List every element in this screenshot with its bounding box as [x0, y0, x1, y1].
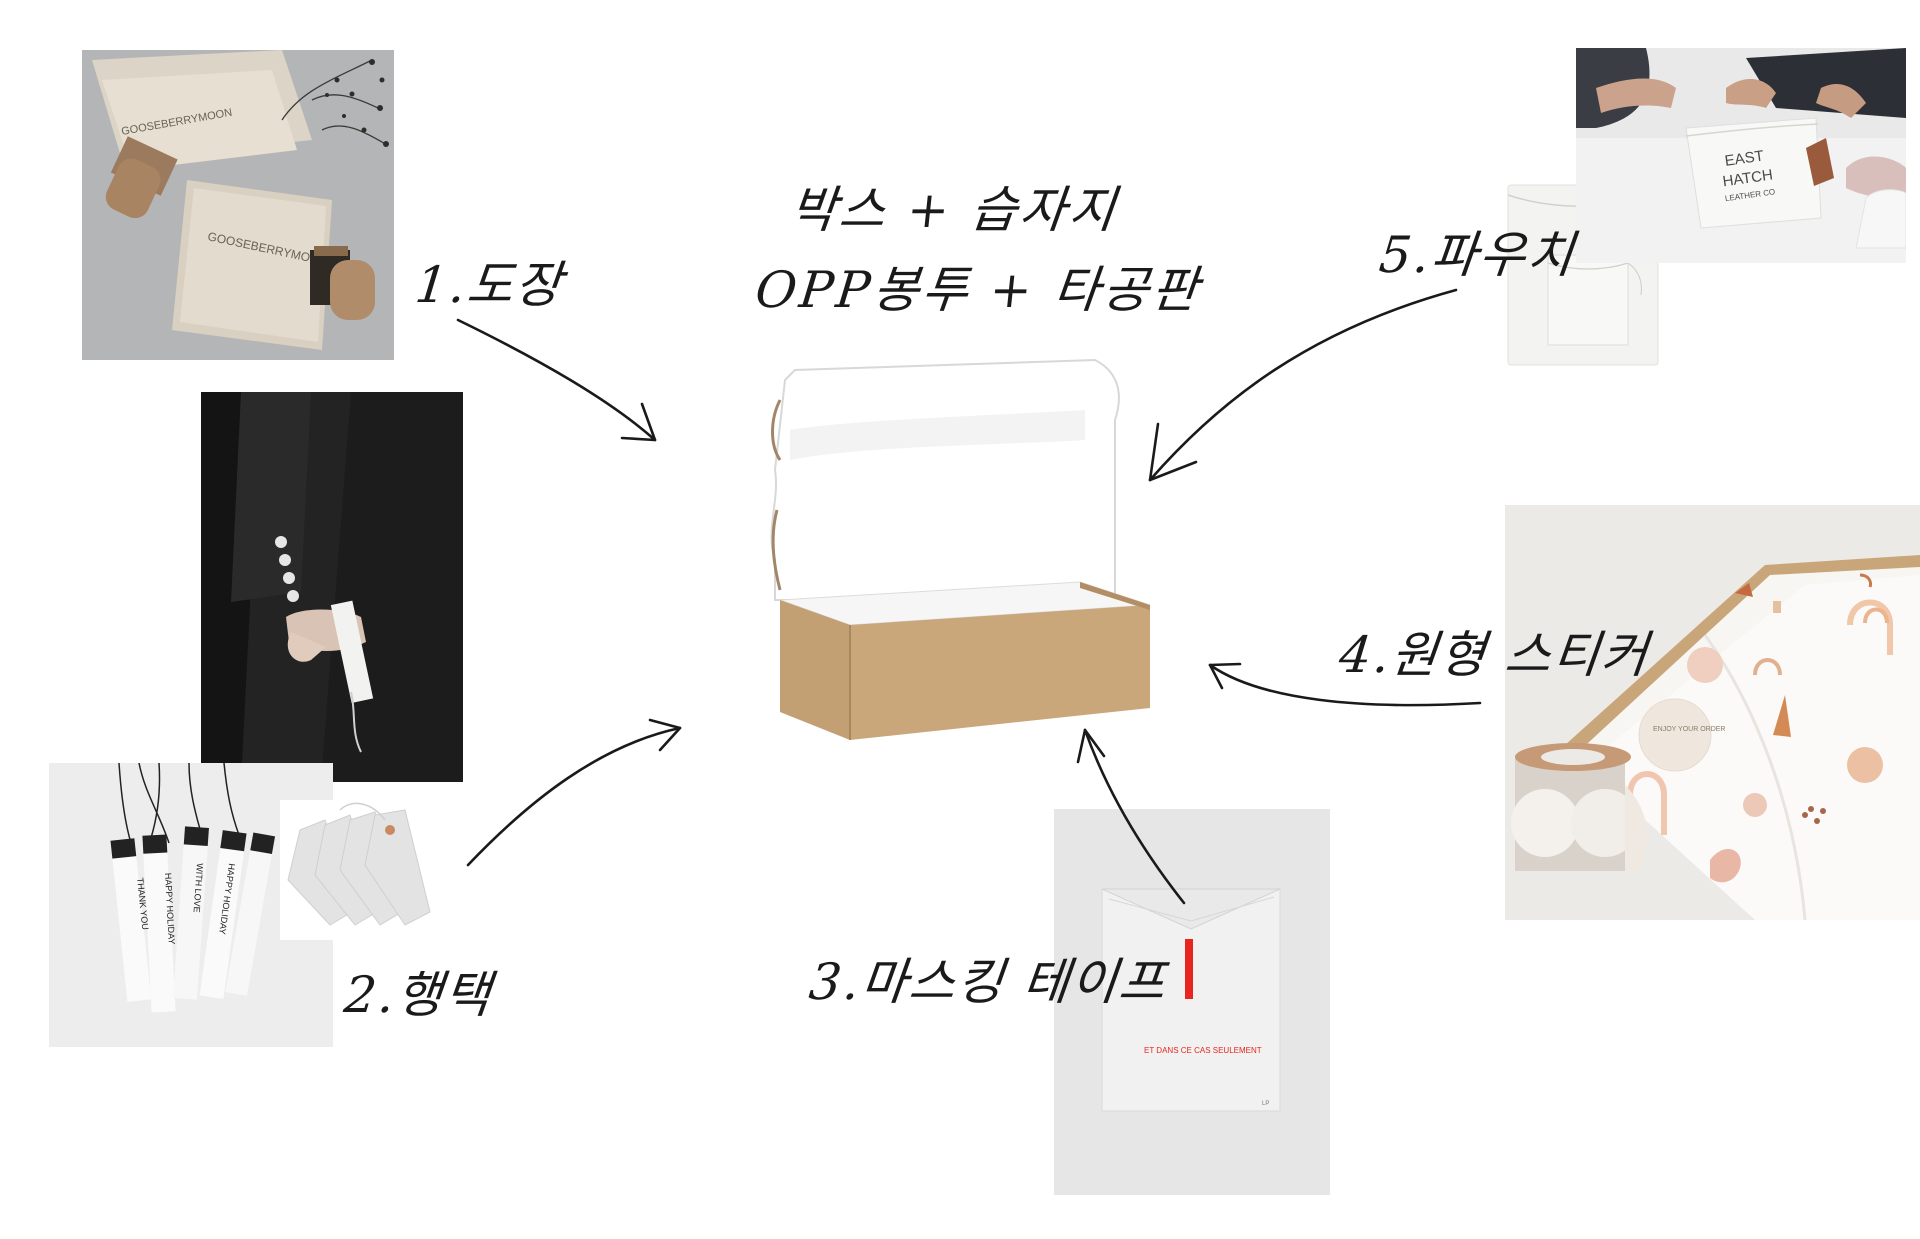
- packaging-title: 박스 + 습자지 OPP봉투 + 타공판: [752, 170, 1204, 330]
- stamp-pouch-image: GOOSEBERRYMOON GOOSEBERRYMOON: [82, 50, 394, 360]
- paper-tags-photo: [280, 800, 450, 940]
- label-pouch: 5.파우치: [1376, 226, 1579, 284]
- arrow-hangtag: [466, 726, 682, 867]
- stamp-pouch-photo: GOOSEBERRYMOON GOOSEBERRYMOON: [82, 50, 394, 360]
- sticker-tissue-photo: ENJOY YOUR ORDER: [1505, 505, 1920, 920]
- tag-happy-holiday: HAPPY HOLIDAY: [163, 873, 177, 945]
- paper-tags-image: [280, 800, 450, 940]
- title-line-2: OPP봉투 + 타공판: [752, 261, 1204, 319]
- mailer-box-image: [755, 350, 1155, 750]
- label-wrapping: 1.도장: [412, 256, 567, 314]
- arrow-wrapping: [456, 318, 657, 442]
- branded-pouch-image: EAST HATCH LEATHER CO: [1576, 48, 1906, 263]
- mailer-box-photo: [755, 350, 1155, 750]
- pouch-brand-east: EAST: [1724, 148, 1765, 170]
- branded-pouch-photo: EAST HATCH LEATHER CO: [1576, 48, 1906, 263]
- envelope-corner-mark: LP: [1262, 1101, 1269, 1107]
- coat-tag-photo: [201, 392, 463, 782]
- sticker-tissue-image: ENJOY YOUR ORDER: [1505, 505, 1920, 920]
- coat-tag-image: [201, 392, 463, 782]
- label-masking-tape: 3.마스킹 테이프: [806, 953, 1171, 1011]
- pouch-brand-hatch: HATCH: [1722, 166, 1774, 190]
- envelope-text: ET DANS CE CAS SEULEMENT: [1144, 1046, 1262, 1055]
- label-hangtag: 2.행택: [341, 966, 496, 1024]
- title-line-1: 박스 + 습자지: [787, 181, 1122, 239]
- sticker-label: ENJOY YOUR ORDER: [1653, 726, 1725, 733]
- tag-with-love: WITH LOVE: [192, 863, 205, 913]
- label-round-sticker: 4.원형 스티커: [1336, 626, 1653, 684]
